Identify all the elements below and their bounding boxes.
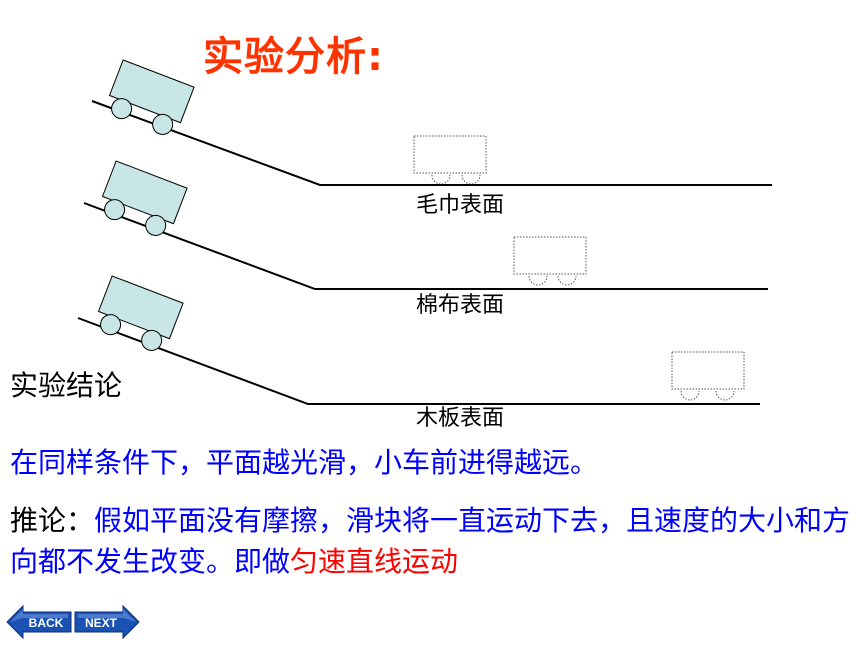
cart-on-slope <box>101 160 188 236</box>
surface-label-towel: 毛巾表面 <box>416 193 505 218</box>
inference-lead: 推论： <box>10 504 95 537</box>
track-towel <box>91 59 772 186</box>
conclusion-text: 在同样条件下，平面越光滑，小车前进得越远。 <box>10 446 599 479</box>
conclusion-heading: 实验结论 <box>10 369 123 402</box>
cart-on-slope <box>97 275 184 351</box>
cart-stop-position <box>413 135 487 185</box>
surface-label-cotton: 棉布表面 <box>416 293 505 318</box>
slide-title: 实验分析: <box>203 34 384 80</box>
inference-text: 假如平面没有摩擦，滑块将一直运动下去，且速度的大小和方向都不发生改变。即做 <box>10 504 851 578</box>
cart-stop-position <box>513 236 587 286</box>
inference-paragraph: 推论：假如平面没有摩擦，滑块将一直运动下去，且速度的大小和方向都不发生改变。即做… <box>10 500 855 582</box>
inference-highlight: 匀速直线运动 <box>290 545 459 578</box>
cart-on-slope <box>108 59 195 135</box>
next-button[interactable]: NEXT <box>74 604 140 640</box>
back-button[interactable]: BACK <box>6 604 72 640</box>
next-label: NEXT <box>85 616 118 630</box>
track-cotton <box>83 160 768 290</box>
cart-stop-position <box>671 351 745 401</box>
track-wood <box>77 275 760 405</box>
surface-label-wood: 木板表面 <box>416 406 505 431</box>
back-label: BACK <box>29 616 64 630</box>
